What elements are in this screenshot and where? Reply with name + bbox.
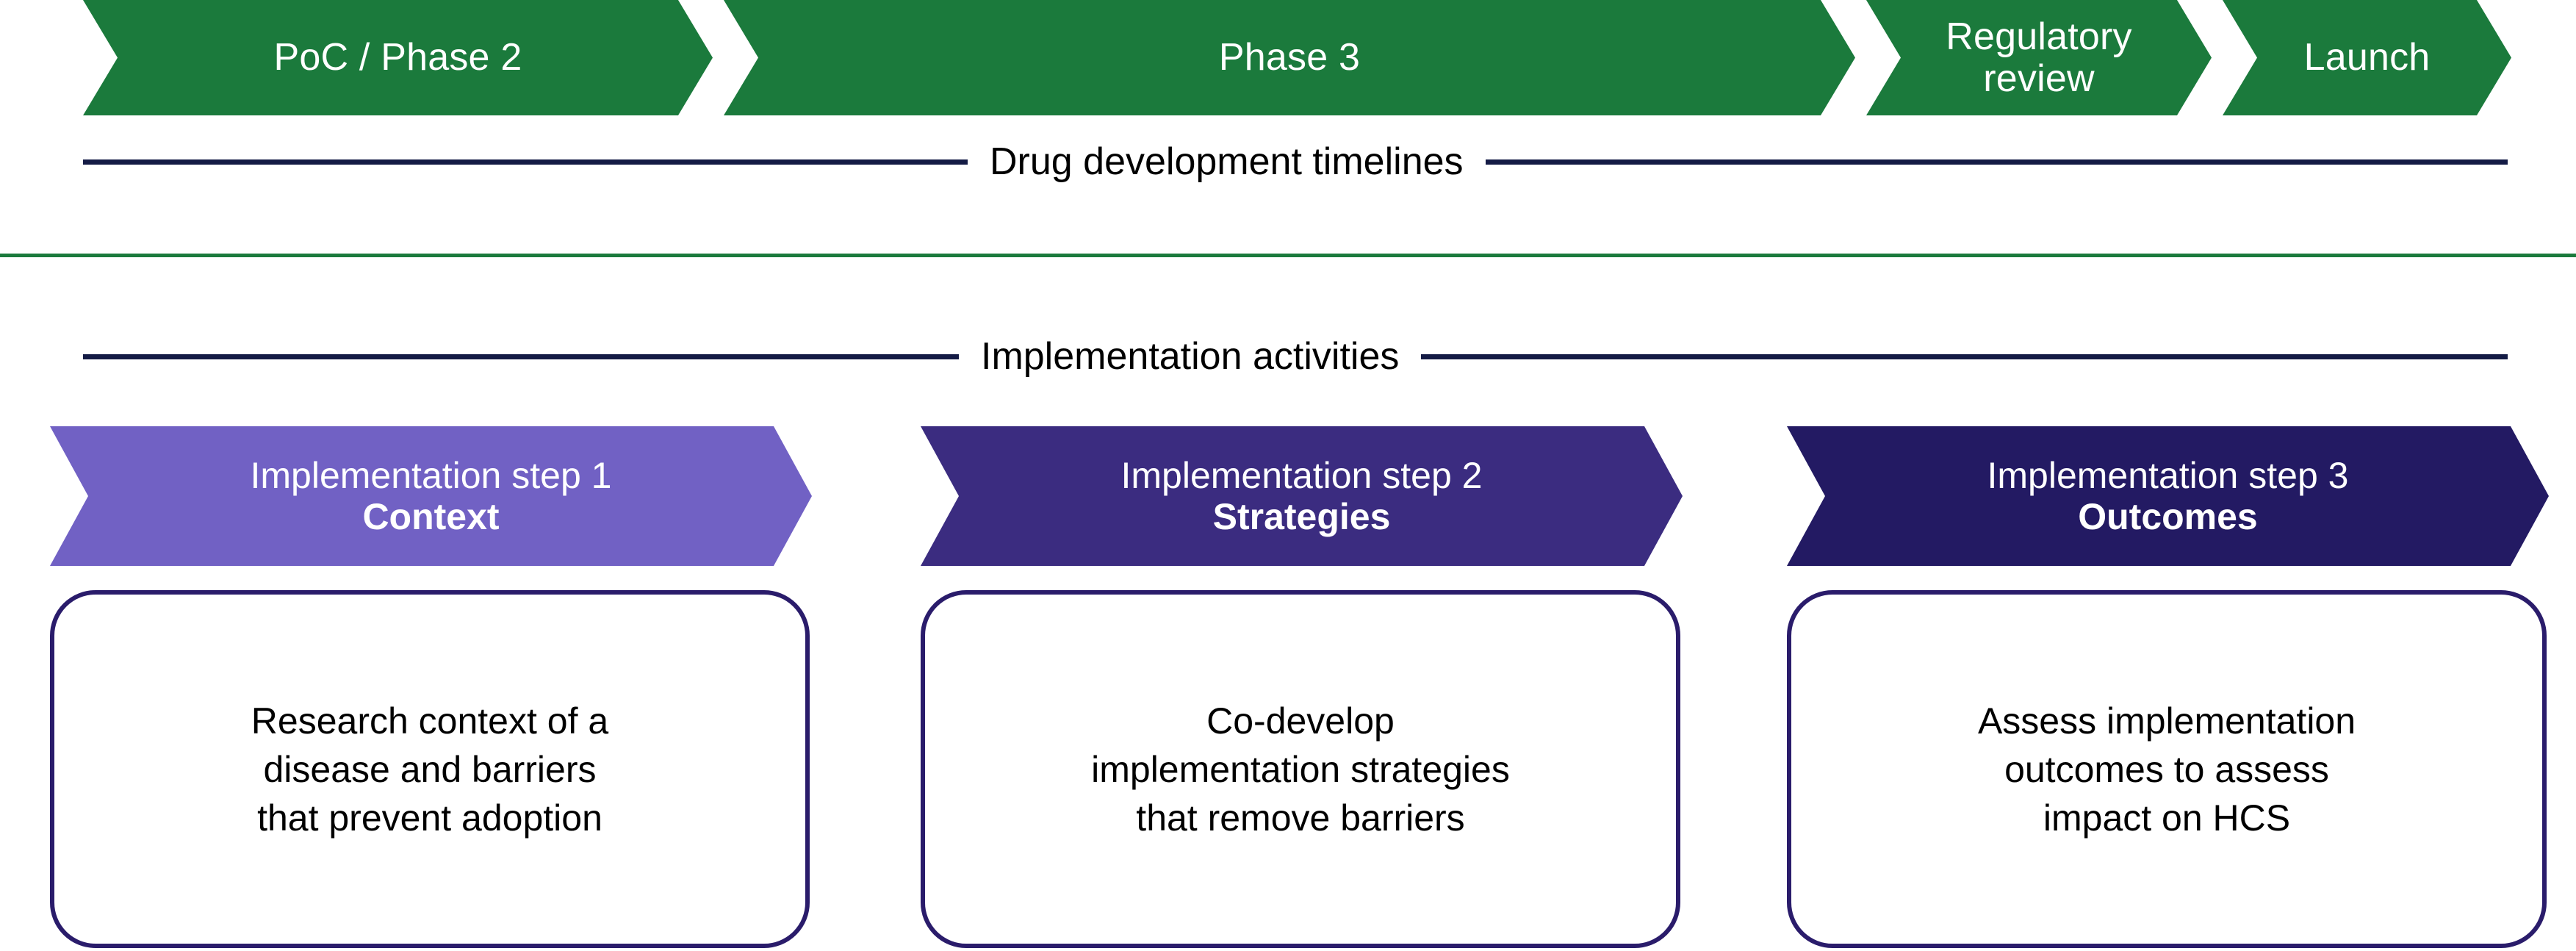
rule-line-left bbox=[83, 354, 959, 359]
implementation-step-chevron-2[interactable]: Implementation step 2 Strategies bbox=[921, 426, 1683, 566]
timeline-phase-label: PoC / Phase 2 bbox=[273, 36, 522, 79]
rule-line-right bbox=[1485, 159, 2508, 165]
implementation-step-label: Implementation step 2 bbox=[1120, 455, 1483, 496]
rule-line-right bbox=[1421, 354, 2508, 359]
implementation-step-label: Implementation step 3 bbox=[1987, 455, 2349, 496]
drug-development-timeline-band: PoC / Phase 2 Phase 3 Regulatory review … bbox=[0, 0, 2576, 118]
timeline-phase-chevron-launch[interactable]: Launch bbox=[2223, 0, 2511, 115]
implementation-step-description: Research context of a disease and barrie… bbox=[251, 700, 609, 839]
drug-development-timelines-caption: Drug development timelines bbox=[990, 140, 1464, 183]
section-divider-green bbox=[0, 254, 2576, 257]
implementation-step-description-box-3: Assess implementation outcomes to assess… bbox=[1787, 590, 2547, 948]
implementation-step-label: Implementation step 1 bbox=[250, 455, 612, 496]
implementation-step-chevron-1[interactable]: Implementation step 1 Context bbox=[50, 426, 812, 566]
implementation-activities-caption: Implementation activities bbox=[981, 335, 1400, 378]
timeline-phase-label: Launch bbox=[2303, 36, 2431, 79]
implementation-step-description-box-2: Co-develop implementation strategies tha… bbox=[921, 590, 1680, 948]
implementation-activities-caption-rule: Implementation activities bbox=[83, 331, 2508, 382]
implementation-step-chevron-3[interactable]: Implementation step 3 Outcomes bbox=[1787, 426, 2549, 566]
timeline-phase-label: Regulatory review bbox=[1946, 15, 2132, 100]
implementation-step-name: Strategies bbox=[1212, 496, 1391, 537]
drug-development-timelines-caption-rule: Drug development timelines bbox=[83, 136, 2508, 187]
rule-line-left bbox=[83, 159, 968, 165]
implementation-step-description: Co-develop implementation strategies tha… bbox=[1091, 700, 1510, 839]
timeline-phase-label: Phase 3 bbox=[1218, 36, 1361, 79]
implementation-step-name: Outcomes bbox=[2078, 496, 2258, 537]
timeline-phase-chevron-poc-phase-2[interactable]: PoC / Phase 2 bbox=[83, 0, 713, 115]
implementation-step-description-box-1: Research context of a disease and barrie… bbox=[50, 590, 810, 948]
timeline-phase-chevron-phase-3[interactable]: Phase 3 bbox=[724, 0, 1855, 115]
implementation-step-name: Context bbox=[362, 496, 500, 537]
timeline-phase-chevron-regulatory-review[interactable]: Regulatory review bbox=[1866, 0, 2212, 115]
implementation-step-description: Assess implementation outcomes to assess… bbox=[1977, 700, 2356, 839]
